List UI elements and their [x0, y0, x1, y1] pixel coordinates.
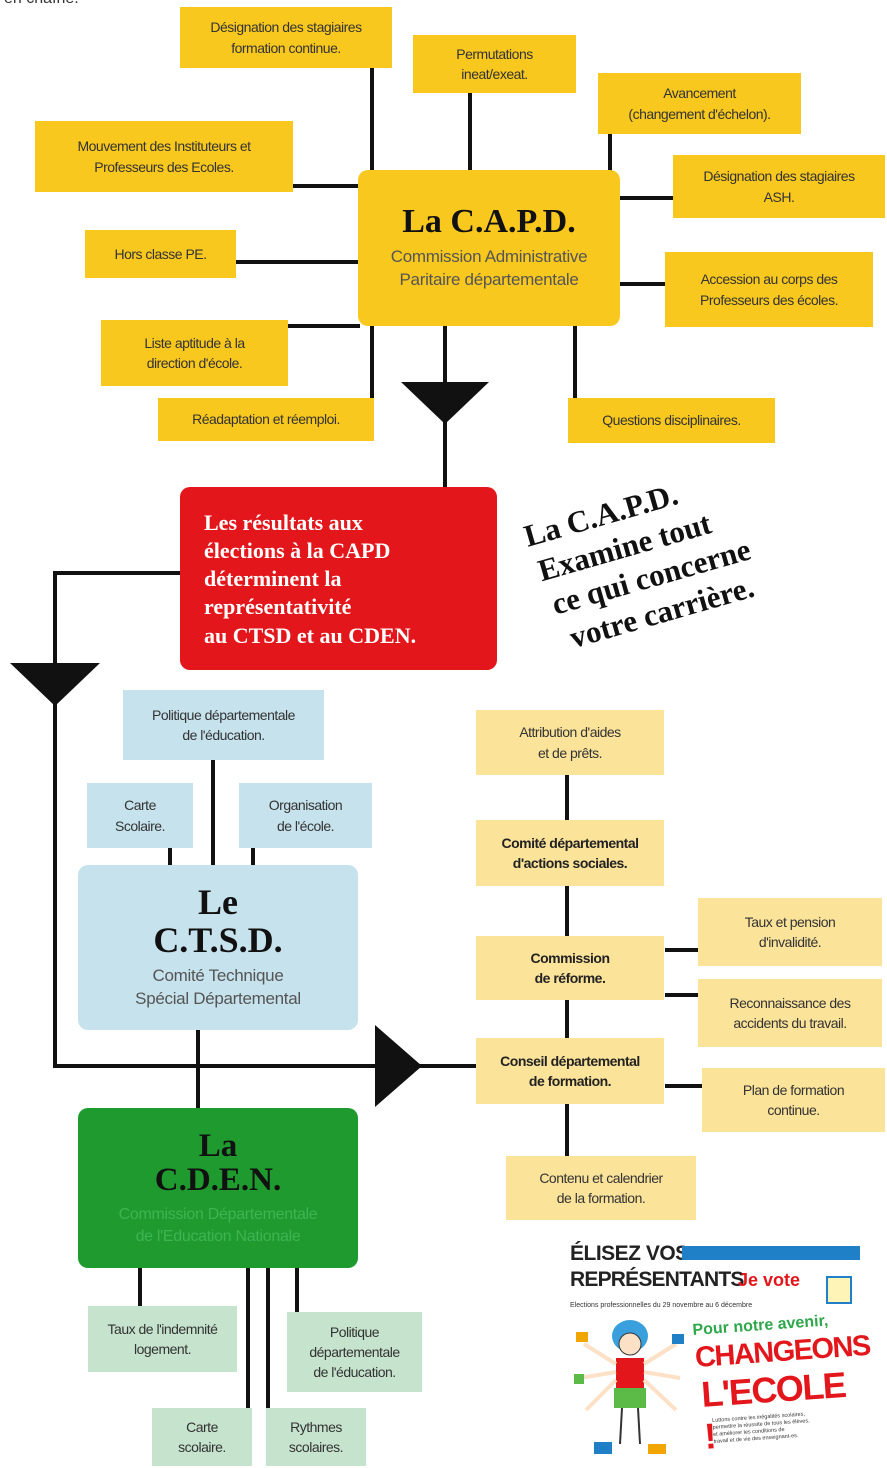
results-line: élections à la CAPD: [204, 538, 391, 564]
poster-blue-bar: [682, 1246, 860, 1260]
top-text-fragment: en chaîne.: [4, 0, 79, 8]
ctsd-title: C.T.S.D.: [153, 919, 283, 960]
cden-title: La: [198, 1127, 238, 1164]
poster-line2: REPRÉSENTANTS: [570, 1268, 744, 1291]
capd-satellite: Questions disciplinaires.: [568, 398, 775, 443]
arrow-down-icon: [10, 663, 100, 706]
arrow-down-icon: [401, 382, 489, 424]
ctsd-subtitle: Spécial Départemental: [135, 989, 301, 1009]
capd-subtitle: Paritaire départementale: [399, 269, 579, 289]
capd-box: La C.A.P.D. Commission Administrative Pa…: [358, 170, 620, 326]
capd-satellite: Hors classe PE.: [85, 230, 236, 278]
capd-satellite: Avancement(changement d'échelon).: [598, 73, 801, 134]
capd-subtitle: Commission Administrative: [390, 246, 588, 266]
ctsd-subtitle: Comité Technique: [152, 966, 284, 986]
capd-title: La C.A.P.D.: [402, 203, 576, 241]
satellite-text: Réadaptation et réemploi.: [192, 411, 340, 428]
ctsd-box: Le C.T.S.D. Comité Technique Spécial Dép…: [78, 865, 358, 1030]
teacher-illustration-icon: [574, 1320, 684, 1454]
poster-vote: Je vote: [738, 1270, 801, 1290]
results-line: déterminent la: [204, 566, 342, 592]
election-poster: ÉLISEZ VOS REPRÉSENTANTS Je vote Electio…: [570, 1238, 871, 1463]
results-box: Les résultats aux élections à la CAPD dé…: [180, 487, 497, 670]
poster-dates: Elections professionnelles du 29 novembr…: [570, 1302, 753, 1309]
results-line: Les résultats aux: [204, 510, 363, 535]
results-line: au CTSD et au CDEN.: [204, 622, 417, 648]
cden-subtitle: de l'Education Nationale: [135, 1227, 301, 1245]
cden-title: C.D.E.N.: [154, 1162, 282, 1199]
satellite-text: Questions disciplinaires.: [602, 412, 741, 429]
poster-line1: ÉLISEZ VOS: [570, 1242, 689, 1265]
arrow-right-icon: [375, 1025, 422, 1107]
results-line: représentativité: [204, 594, 352, 620]
satellite-text: Avancement(changement d'échelon).: [628, 85, 771, 122]
cden-box: La C.D.E.N. Commission Départementale de…: [78, 1108, 358, 1268]
ballot-box-icon: [826, 1276, 852, 1304]
cden-subtitle: Commission Départementale: [118, 1206, 318, 1224]
ctsd-title: Le: [198, 881, 238, 922]
satellite-text: Hors classe PE.: [114, 245, 207, 262]
capd-satellite: Réadaptation et réemploi.: [158, 398, 374, 441]
